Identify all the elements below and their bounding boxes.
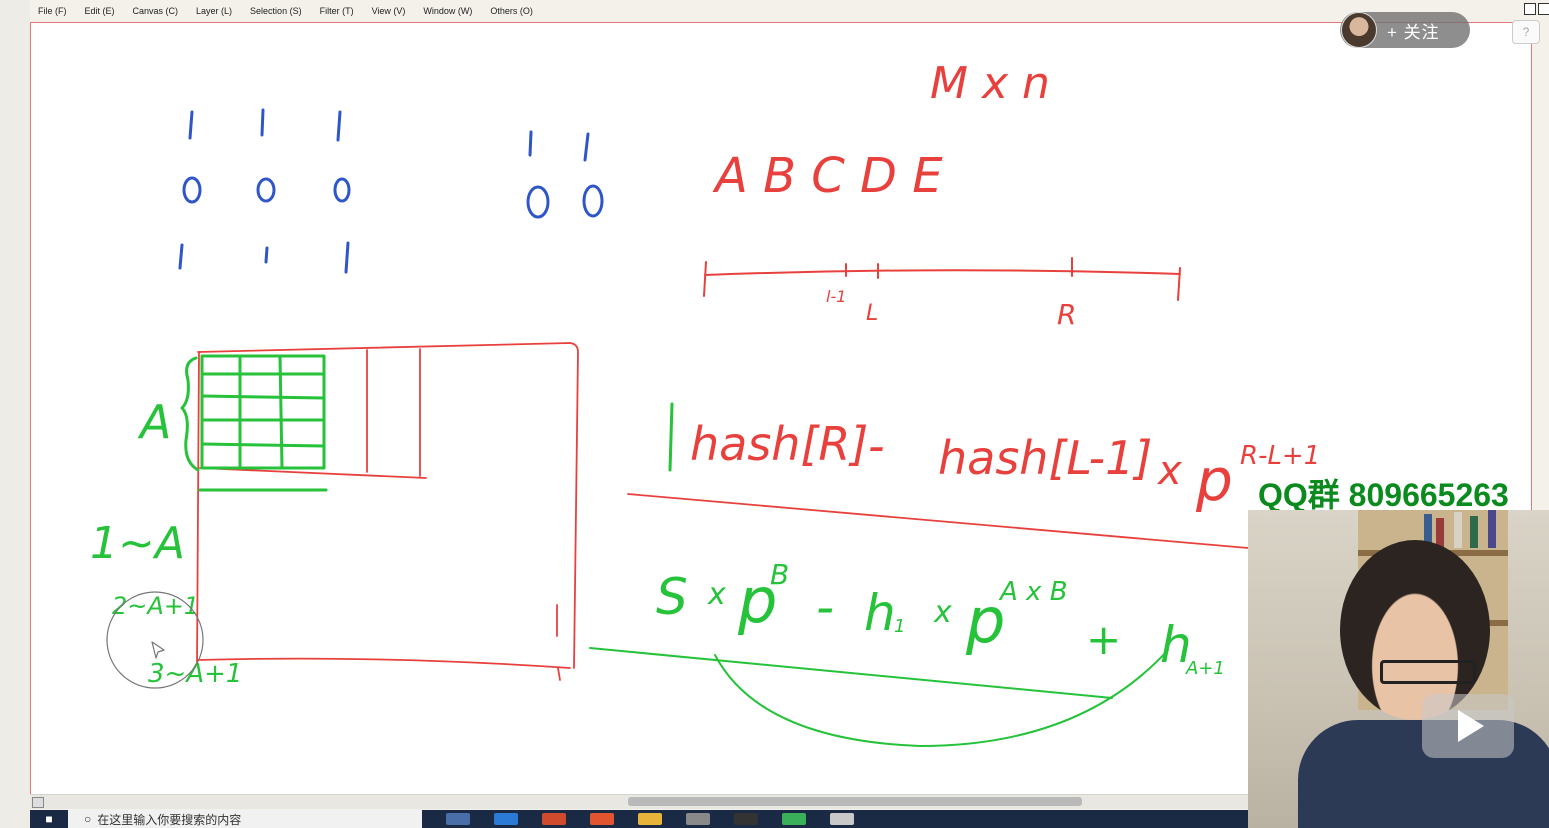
- green-subgrid: [180, 354, 674, 492]
- menu-layer[interactable]: Layer (L): [196, 6, 233, 16]
- maximize-button[interactable]: [1538, 3, 1549, 15]
- menu-filter[interactable]: Filter (T): [319, 6, 354, 16]
- formula2-p-2: p: [965, 584, 1005, 657]
- formula-minus: -: [868, 419, 885, 473]
- qq-group-label: QQ群 809665263: [1258, 477, 1509, 513]
- formula2-p: p: [737, 564, 777, 637]
- play-icon: [1458, 710, 1484, 742]
- number-line: [703, 257, 1181, 301]
- taskbar-search-box[interactable]: ○ 在这里输入你要搜索的内容: [68, 810, 422, 828]
- menu-edit[interactable]: Edit (E): [84, 6, 115, 16]
- person-head: [1340, 540, 1490, 720]
- formula2-h2-sub: A+1: [1185, 658, 1225, 679]
- r-label: R: [1057, 298, 1076, 331]
- formula-hash-r: hash[R]: [690, 417, 868, 471]
- play-button[interactable]: [1422, 694, 1514, 758]
- restore-button[interactable]: [1524, 3, 1536, 15]
- formula2-h2: h: [1160, 616, 1192, 674]
- taskbar-app-icon[interactable]: [494, 813, 518, 825]
- formula-p: p: [1195, 446, 1233, 514]
- label-3-to-a-plus-1: 3~A+1: [148, 659, 242, 689]
- menu-view[interactable]: View (V): [371, 6, 406, 16]
- formula2-exp-axb: A x B: [998, 577, 1068, 607]
- formula2-exp-b: B: [770, 558, 789, 591]
- taskbar-app-icon[interactable]: [446, 813, 470, 825]
- formula2-times: x: [707, 577, 726, 612]
- book: [1424, 514, 1432, 548]
- window-controls: [1524, 3, 1549, 15]
- taskbar-app-icon[interactable]: [734, 813, 758, 825]
- formula2-s: S: [656, 568, 688, 626]
- menu-canvas[interactable]: Canvas (C): [132, 6, 179, 16]
- letters-label: A B C D E: [712, 148, 943, 204]
- book: [1470, 516, 1478, 548]
- formula-times: x: [1156, 448, 1182, 494]
- taskbar-search-text: 在这里输入你要搜索的内容: [97, 812, 242, 827]
- formula2-h1: h: [864, 584, 896, 642]
- menu-bar: File (F) Edit (E) Canvas (C) Layer (L) S…: [30, 0, 1528, 22]
- left-strip: [0, 0, 30, 828]
- formula2-h1-sub: 1: [894, 616, 905, 637]
- webcam-feed: [1248, 510, 1549, 828]
- scrollbar-thumb[interactable]: [628, 797, 1082, 806]
- book: [1454, 512, 1462, 548]
- menu-selection[interactable]: Selection (S): [250, 6, 302, 16]
- menu-file[interactable]: File (F): [38, 6, 67, 16]
- formula2-times-2: x: [933, 595, 952, 630]
- menu-others[interactable]: Others (O): [490, 6, 533, 16]
- horizontal-scrollbar[interactable]: [30, 794, 1248, 809]
- l-label: L: [866, 301, 878, 326]
- windows-taskbar: ■ ○ 在这里输入你要搜索的内容: [30, 810, 1248, 828]
- matrix-outline: [196, 342, 1249, 681]
- taskbar-app-icon[interactable]: [830, 813, 854, 825]
- mxn-label: M x n: [930, 58, 1050, 109]
- formula2-plus: +: [1086, 615, 1121, 664]
- label-2-to-a-plus-1: 2~A+1: [112, 592, 199, 620]
- follow-label: + 关注: [1387, 22, 1440, 42]
- green-text-group: A 1~A 2~A+1 3~A+1 S x p B - h 1 x p A x …: [90, 395, 1225, 689]
- taskbar-app-icon[interactable]: [590, 813, 614, 825]
- help-icon[interactable]: ?: [1512, 20, 1540, 44]
- red-text-group: M x n A B C D E l-1 L R hash[R] - hash[L…: [690, 58, 1320, 514]
- follow-button[interactable]: + 关注: [1340, 12, 1470, 48]
- taskbar-app-icon[interactable]: [782, 813, 806, 825]
- windows-start-icon[interactable]: ■: [45, 812, 53, 826]
- book: [1436, 518, 1444, 548]
- menu-window[interactable]: Window (W): [423, 6, 473, 16]
- label-a: A: [137, 395, 171, 449]
- scroll-left-arrow-icon[interactable]: [32, 797, 44, 808]
- green-strokes: [589, 647, 1169, 747]
- l-minus-1-label: l-1: [826, 287, 846, 306]
- brush-cursor: [106, 591, 204, 689]
- blue-digit-grid: [178, 108, 604, 274]
- taskbar-folder-icon[interactable]: [638, 813, 662, 825]
- streamer-avatar: [1341, 12, 1377, 48]
- label-1-to-a: 1~A: [90, 518, 185, 569]
- taskbar-app-icon[interactable]: [686, 813, 710, 825]
- formula-hash-l: hash[L-1]: [938, 431, 1152, 485]
- person-glasses: [1380, 660, 1476, 684]
- taskbar-app-icon[interactable]: [542, 813, 566, 825]
- formula-exponent: R-L+1: [1240, 441, 1320, 471]
- book: [1488, 510, 1496, 548]
- search-icon: ○: [84, 812, 92, 826]
- formula2-minus: -: [816, 578, 834, 636]
